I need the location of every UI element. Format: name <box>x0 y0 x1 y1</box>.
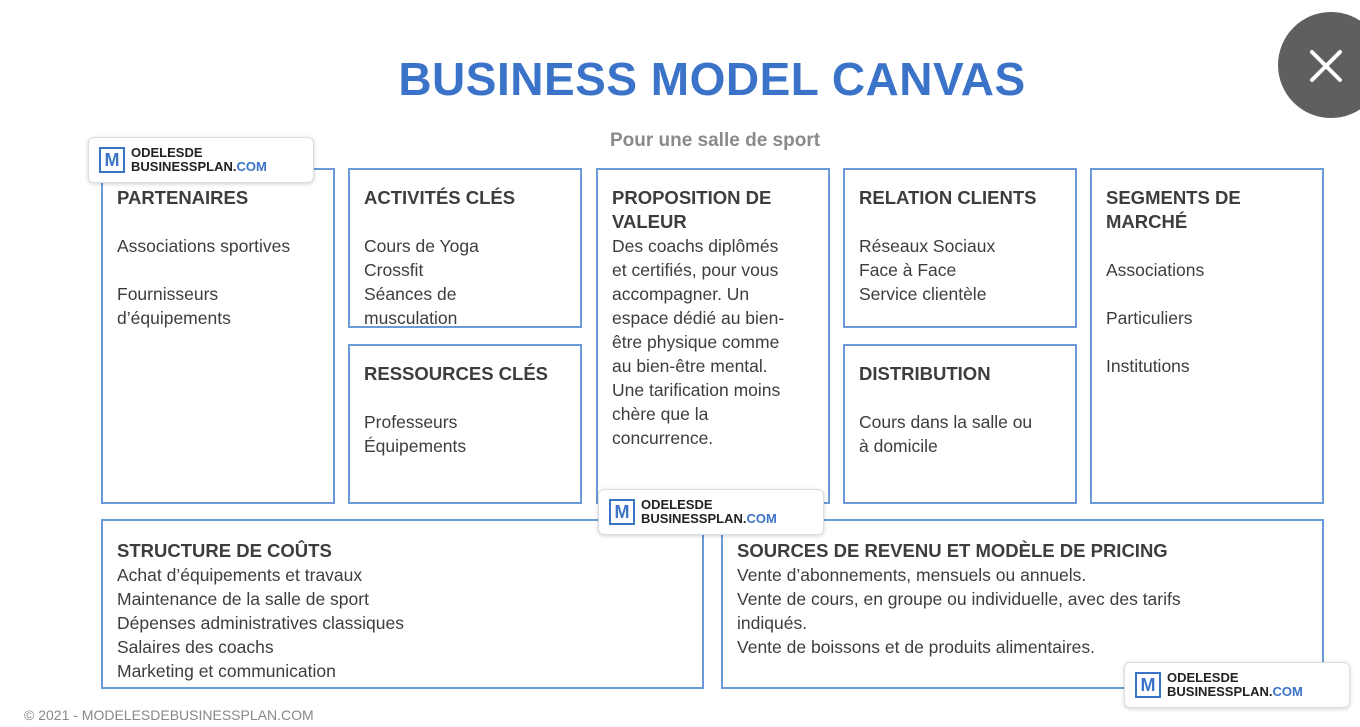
block-item: Dépenses administratives classiques <box>117 613 404 633</box>
block-title: ACTIVITÉS CLÉS <box>364 187 516 208</box>
logo-com: COM <box>746 511 777 526</box>
block-item: Cours dans la salle ou <box>859 412 1033 432</box>
logo-line2: BUSINESSPLAN. <box>1167 684 1273 699</box>
block-item: Achat d’équipements et travaux <box>117 565 363 585</box>
logo-line1: ODELESDE <box>1167 670 1239 685</box>
block-item: Réseaux Sociaux <box>859 236 996 256</box>
logo-line2: BUSINESSPLAN. <box>131 159 237 174</box>
brand-logo: M ODELESDE BUSINESSPLAN.COM <box>598 489 824 535</box>
logo-com: COM <box>236 159 267 174</box>
block-item: Salaires des coachs <box>117 637 274 657</box>
block-item: Vente d’abonnements, mensuels ou annuels… <box>737 565 1087 585</box>
block-item: accompagner. Un <box>612 284 750 304</box>
brand-logo: M ODELESDE BUSINESSPLAN.COM <box>1124 662 1350 708</box>
block-item: musculation <box>364 308 458 328</box>
block-item: Équipements <box>364 436 467 456</box>
block-title: STRUCTURE DE COÛTS <box>117 540 332 561</box>
block-item: Professeurs <box>364 412 458 432</box>
block-title: MARCHÉ <box>1106 211 1188 232</box>
block-title: SEGMENTS DE <box>1106 187 1241 208</box>
block-item: Des coachs diplômés <box>612 236 779 256</box>
block-title: PARTENAIRES <box>117 187 249 208</box>
logo-line1: ODELESDE <box>131 145 203 160</box>
block-title: DISTRIBUTION <box>859 363 991 384</box>
page-subtitle: Pour une salle de sport <box>609 130 821 151</box>
block-title: RELATION CLIENTS <box>859 187 1037 208</box>
copyright-footer: © 2021 - MODELESDEBUSINESSPLAN.COM <box>24 707 314 723</box>
block-ressources-cles: RESSOURCES CLÉS Professeurs Équipements <box>348 344 582 504</box>
block-item: Marketing et communication <box>117 661 336 681</box>
block-sources-revenu: SOURCES DE REVENU ET MODÈLE DE PRICING V… <box>721 519 1324 689</box>
block-item: Vente de cours, en groupe ou individuell… <box>737 589 1181 609</box>
block-distribution: DISTRIBUTION Cours dans la salle ou à do… <box>843 344 1077 504</box>
close-icon <box>1310 50 1342 82</box>
block-item: indiqués. <box>737 613 808 633</box>
block-item: au bien-être mental. <box>612 356 768 376</box>
block-item: être physique comme <box>612 332 780 352</box>
close-button[interactable] <box>1278 12 1360 118</box>
block-item: Cours de Yoga <box>364 236 479 256</box>
logo-line1: ODELESDE <box>641 497 713 512</box>
block-item: Institutions <box>1106 356 1190 376</box>
logo-m-icon: M <box>1135 672 1161 698</box>
block-segments-marche: SEGMENTS DE MARCHÉ Associations Particul… <box>1090 168 1324 504</box>
block-item: chère que la <box>612 404 709 424</box>
block-item: Associations <box>1106 260 1205 280</box>
block-item: Vente de boissons et de produits aliment… <box>737 637 1095 657</box>
block-title: RESSOURCES CLÉS <box>364 363 549 384</box>
block-item: Crossfit <box>364 260 424 280</box>
block-item: espace dédié au bien- <box>612 308 785 328</box>
block-activites-cles: ACTIVITÉS CLÉS Cours de Yoga Crossfit Sé… <box>348 168 582 328</box>
block-item: concurrence. <box>612 428 714 448</box>
block-item: Face à Face <box>859 260 957 280</box>
block-item: Fournisseurs <box>117 284 219 304</box>
block-partenaires: PARTENAIRES Associations sportives Fourn… <box>101 168 335 504</box>
block-item: à domicile <box>859 436 938 456</box>
block-proposition-valeur: PROPOSITION DE VALEUR Des coachs diplômé… <box>596 168 830 504</box>
brand-logo: M ODELESDE BUSINESSPLAN.COM <box>88 137 314 183</box>
block-title: PROPOSITION DE <box>612 187 772 208</box>
block-item: d’équipements <box>117 308 231 328</box>
block-item: Séances de <box>364 284 457 304</box>
logo-m-icon: M <box>99 147 125 173</box>
logo-line2: BUSINESSPLAN. <box>641 511 747 526</box>
block-item: Particuliers <box>1106 308 1193 328</box>
block-structure-couts: STRUCTURE DE COÛTS Achat d’équipements e… <box>101 519 704 689</box>
block-item: et certifiés, pour vous <box>612 260 779 280</box>
page-title: BUSINESS MODEL CANVAS <box>398 53 1026 105</box>
block-title: VALEUR <box>612 211 687 232</box>
block-item: Service clientèle <box>859 284 987 304</box>
block-item: Associations sportives <box>117 236 291 256</box>
block-title: SOURCES DE REVENU ET MODÈLE DE PRICING <box>737 540 1168 561</box>
block-relation-clients: RELATION CLIENTS Réseaux Sociaux Face à … <box>843 168 1077 328</box>
logo-m-icon: M <box>609 499 635 525</box>
block-item: Une tarification moins <box>612 380 781 400</box>
logo-com: COM <box>1272 684 1303 699</box>
block-item: Maintenance de la salle de sport <box>117 589 369 609</box>
